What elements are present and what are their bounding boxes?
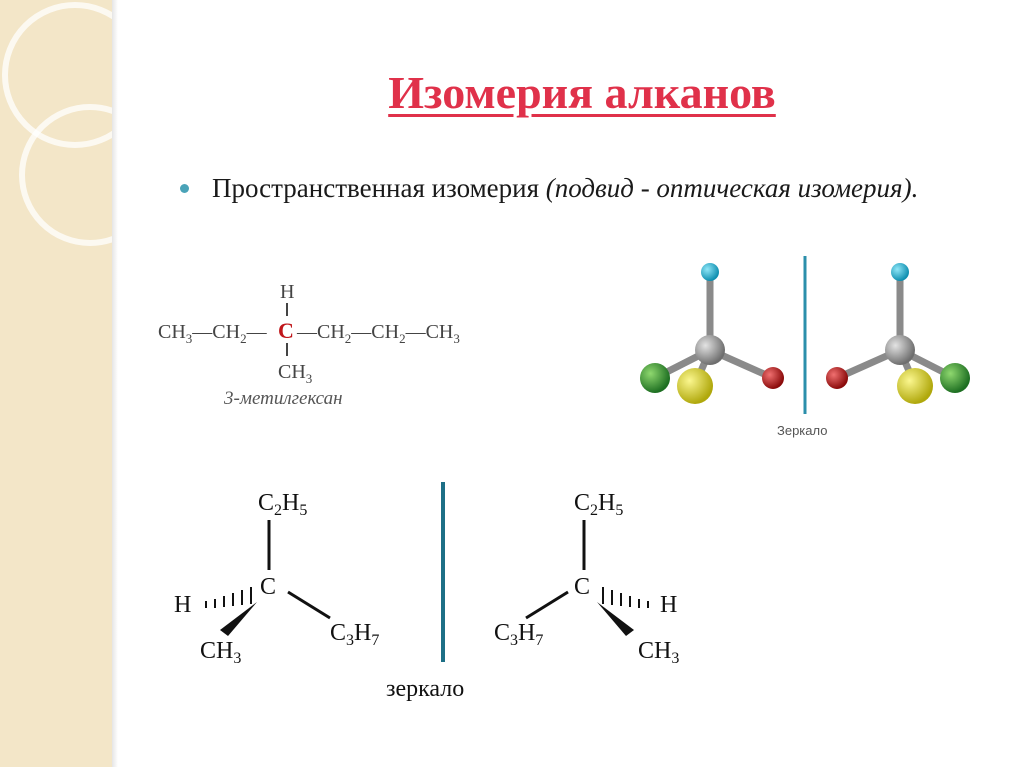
group-h: H: [174, 592, 191, 618]
central-carbon: C: [260, 574, 276, 600]
enantiomer-right: C2H5 C H CH3 C3H7: [494, 490, 679, 667]
group-down-left: C3H7: [494, 620, 543, 649]
decorative-side-band: [0, 0, 112, 767]
decorative-circles: [2, 2, 112, 246]
molecule-model-left: [640, 263, 784, 404]
bullet-text-italic: (подвид - оптическая изомерия).: [545, 173, 919, 203]
bullet-dot-icon: [180, 184, 189, 193]
atom-red: [762, 367, 784, 389]
mirror-caption: зеркало: [386, 676, 464, 702]
atom-green: [940, 363, 970, 393]
bullet-item: Пространственная изомерия (подвид - опти…: [180, 168, 960, 208]
atom-yellow: [677, 368, 713, 404]
bullet-text: Пространственная изомерия (подвид - опти…: [212, 168, 960, 208]
atom-red: [826, 367, 848, 389]
atom-cyan: [701, 263, 719, 281]
group-top: C2H5: [574, 490, 623, 519]
wedge-bond: [220, 602, 257, 636]
formula-chain-right: —CH2—CH2—CH3: [296, 321, 460, 346]
structural-formula-3-methylhexane: H CH3—CH2— C —CH2—CH2—CH3 CH3 3-метилгек…: [158, 281, 460, 409]
central-carbon: C: [574, 574, 590, 600]
enantiomer-structures: C2H5 C H CH3 C3H7 зеркало C2H5 C H CH3 C…: [174, 482, 679, 702]
group-top: C2H5: [258, 490, 307, 519]
formula-h-top: H: [280, 281, 294, 303]
group-down-left: CH3: [200, 638, 241, 667]
page-edge-shadow: [112, 0, 118, 767]
formula-caption: 3-метилгексан: [223, 388, 343, 409]
slide-title: Изомерия алканов: [388, 67, 776, 118]
enantiomer-left: C2H5 C H CH3 C3H7: [174, 490, 379, 667]
hashed-bond: [602, 587, 649, 608]
formula-central-carbon: C: [278, 318, 294, 343]
atom-carbon: [695, 335, 725, 365]
bullet-text-plain: Пространственная изомерия: [212, 173, 546, 203]
atom-yellow: [897, 368, 933, 404]
atom-cyan: [891, 263, 909, 281]
atom-carbon: [885, 335, 915, 365]
molecule-model-right: [826, 263, 970, 404]
mirror-caption-small: Зеркало: [777, 423, 827, 438]
group-h: H: [660, 592, 677, 618]
group-down-right: CH3: [638, 638, 679, 667]
hashed-bond: [205, 587, 252, 608]
mirror-molecule-models: Зеркало: [640, 256, 970, 438]
group-down-right: C3H7: [330, 620, 379, 649]
wedge-bond: [597, 602, 634, 636]
atom-green: [640, 363, 670, 393]
formula-branch-ch3: CH3: [278, 361, 312, 386]
formula-chain-left: CH3—CH2—: [158, 321, 268, 346]
